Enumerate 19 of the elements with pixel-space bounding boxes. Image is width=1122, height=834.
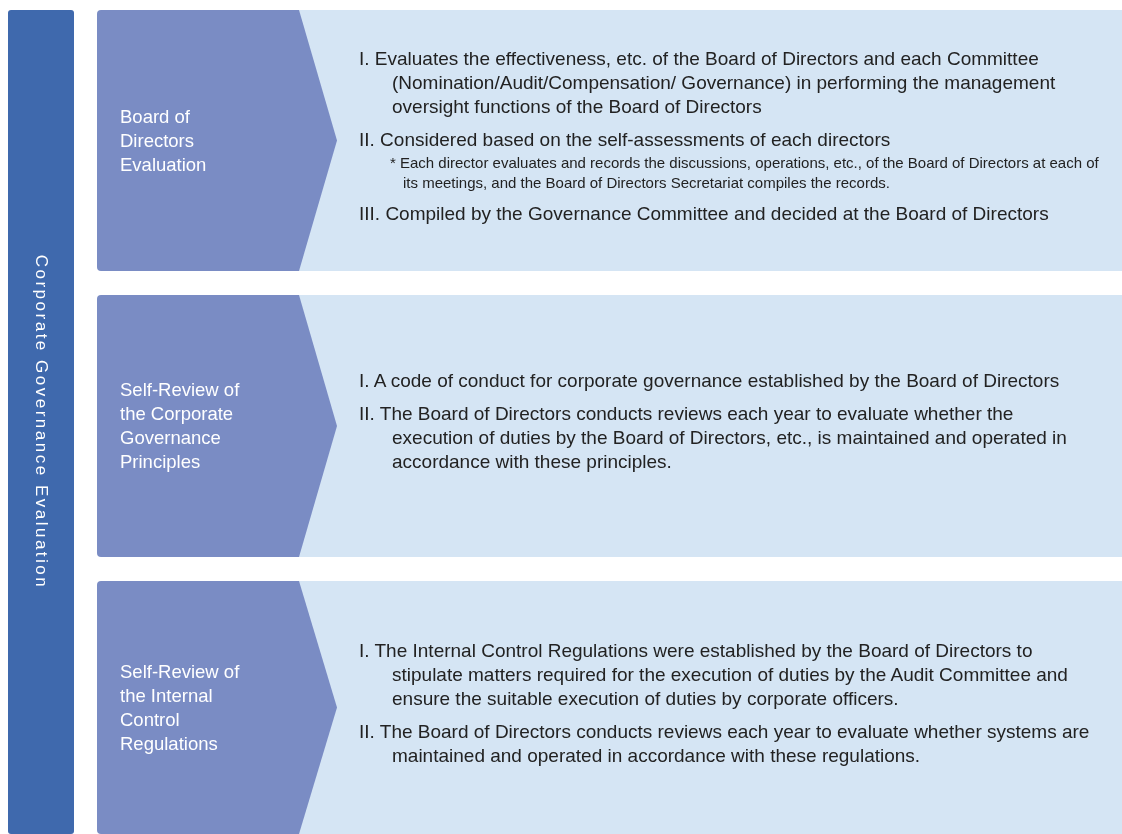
list-item: II. The Board of Directors conducts reviews each year to evaluate whether systems are maintained and operated in accordance with these regulations. xyxy=(359,719,1091,768)
list-item: II. Considered based on the self-assessments of each directors xyxy=(359,127,892,152)
row-heading: Self-Review of the Internal Control Regulations xyxy=(120,659,241,756)
side-banner xyxy=(8,10,74,834)
list-item: I. A code of conduct for corporate governance established by the Board of Directors xyxy=(359,369,1061,393)
list-item: III. Compiled by the Governance Committee and decided at the Board of Directors xyxy=(359,201,1050,226)
row-heading: Self-Review of the Corporate Governance Principles xyxy=(120,378,241,474)
chevron-box xyxy=(97,10,337,271)
list-item: II. The Board of Directors conducts reviews each year to evaluate whether the execution of duties by the Board of Directors, etc., is maintained and operated in accordance with these principles. xyxy=(359,402,1068,474)
row-heading: Board of Directors Evaluation xyxy=(120,104,208,177)
row-panel xyxy=(337,10,1122,271)
row-panel xyxy=(337,581,1122,834)
list-item: I. The Internal Control Regulations were established by the Board of Directors to stipulate matters required for the execution of duties by the Audit Committee and ensure the suitable execution of duties by corporate officers. xyxy=(359,638,1069,711)
chevron-box xyxy=(97,295,337,557)
banner-title: Corporate Governance Evaluation xyxy=(31,254,51,590)
footnote-text: * Each director evaluates and records the discussions, operations, etc., of the Board of Directors at each of its meetings, and the Board of Directors Secretariat compiles the records. xyxy=(390,152,1100,193)
chevron-box xyxy=(97,581,337,834)
list-item: I. Evaluates the effectiveness, etc. of the Board of Directors and each Committee (Nomination/Audit/Compensation/ Governance) in performing the management oversight functions of the Board of Directors xyxy=(359,46,1057,119)
row-panel xyxy=(337,295,1122,557)
